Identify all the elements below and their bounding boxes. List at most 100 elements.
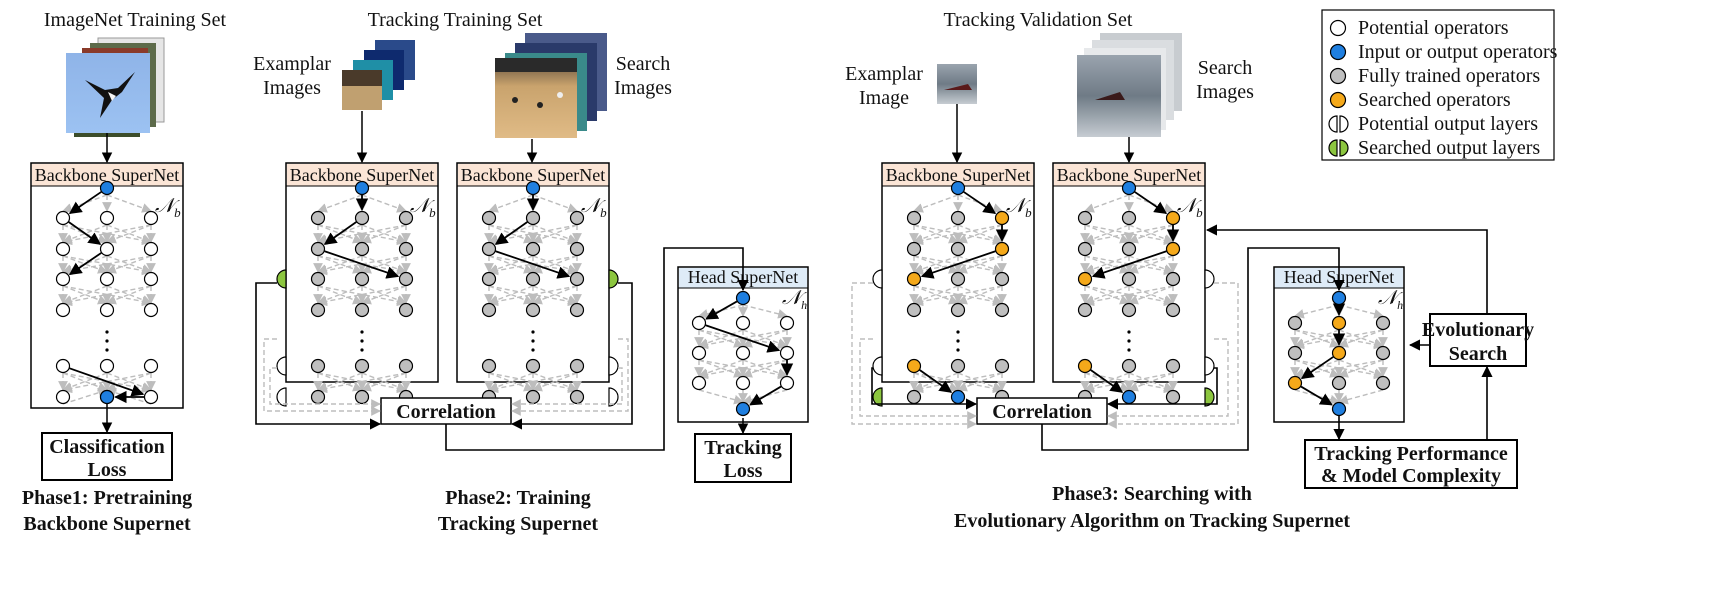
trained-operator-node bbox=[569, 302, 585, 318]
potential-operator-node bbox=[143, 241, 159, 257]
imagenet-image-stack bbox=[66, 37, 165, 137]
ellipsis-dot bbox=[1127, 348, 1131, 352]
io-operator-node bbox=[1121, 180, 1137, 196]
potential-edge bbox=[488, 285, 578, 307]
selected-edge bbox=[1300, 356, 1334, 380]
trained-operator-node bbox=[906, 302, 922, 318]
selected-connector bbox=[510, 282, 633, 430]
phase3-nh-symbol: 𝒩h bbox=[1378, 287, 1403, 312]
trained-operator-node bbox=[398, 241, 414, 257]
trained-operator-node bbox=[525, 210, 541, 226]
io-operator-node bbox=[950, 389, 966, 405]
phase3-caption-line2: Evolutionary Algorithm on Tracking Super… bbox=[954, 510, 1350, 532]
searched-output-layer bbox=[1204, 387, 1215, 407]
trained-operator-node bbox=[354, 241, 370, 257]
searched-operator-node bbox=[906, 358, 922, 374]
trained-operator-node bbox=[569, 271, 585, 287]
phase2-nb-symbol-1: 𝒩b bbox=[410, 195, 436, 220]
phase2-search-line2: Images bbox=[614, 77, 672, 99]
evolutionary-search-box bbox=[1429, 313, 1527, 367]
io-operator-node bbox=[1331, 290, 1347, 306]
potential-connector bbox=[511, 338, 629, 416]
trained-operator-node bbox=[950, 210, 966, 226]
trained-operator-node bbox=[354, 358, 370, 374]
phase3-search-line1: Search bbox=[1198, 57, 1252, 79]
io-operator-node bbox=[525, 180, 541, 196]
phase3-search-backbone-title: Backbone SuperNet bbox=[1057, 165, 1201, 185]
potential-operator-node bbox=[99, 302, 115, 318]
legend-label: Searched operators bbox=[1358, 89, 1511, 111]
trained-operator-node bbox=[994, 358, 1010, 374]
legend-label: Input or output operators bbox=[1358, 41, 1558, 63]
potential-operator-node bbox=[735, 345, 751, 361]
phase3-head-nodes bbox=[1287, 290, 1391, 417]
trained-operator-node bbox=[310, 271, 326, 287]
phase1-caption-line2: Backbone Supernet bbox=[23, 513, 191, 535]
trained-operator-node bbox=[354, 271, 370, 287]
trained-operator-node bbox=[354, 210, 370, 226]
phase1-caption-line1: Phase1: Pretraining bbox=[22, 487, 192, 509]
classification-loss-line2: Loss bbox=[88, 459, 127, 481]
selected-edge bbox=[495, 250, 571, 279]
trained-operator-node bbox=[481, 271, 497, 287]
trained-operator-node bbox=[1077, 241, 1093, 257]
potential-edge bbox=[1084, 372, 1174, 394]
potential-edge bbox=[913, 372, 1003, 394]
phase2-group: Tracking Training Set Examplar Images Se… bbox=[253, 9, 809, 535]
ellipsis-dot bbox=[956, 348, 960, 352]
potential-output-layer bbox=[608, 387, 619, 407]
phase1-nodes bbox=[55, 180, 159, 405]
trained-operator-node bbox=[1165, 358, 1181, 374]
selected-connector bbox=[445, 247, 749, 451]
imagenet-set-label: ImageNet Training Set bbox=[44, 9, 227, 31]
potential-connector bbox=[1107, 338, 1229, 421]
trained-operator-node bbox=[1121, 358, 1137, 374]
half-circles-white-left-icon bbox=[1328, 115, 1338, 133]
trained-operator-node bbox=[525, 389, 541, 405]
phase2-search-line1: Search bbox=[616, 53, 670, 75]
potential-operator-node bbox=[99, 210, 115, 226]
ellipsis-dot bbox=[360, 339, 364, 343]
potential-operator-node bbox=[779, 345, 795, 361]
trained-operator-node bbox=[525, 358, 541, 374]
tracking-performance-line2: & Model Complexity bbox=[1321, 465, 1501, 487]
trained-operator-node bbox=[1287, 315, 1303, 331]
phase3-examplar-image bbox=[937, 64, 977, 104]
phase2-examplar-stack bbox=[342, 40, 415, 110]
phase3-nb-symbol-1: 𝒩b bbox=[1006, 195, 1032, 220]
tracking-validation-set-label: Tracking Validation Set bbox=[944, 9, 1133, 31]
phase2-examplar-line1: Examplar bbox=[253, 53, 331, 75]
searched-output-layer bbox=[608, 269, 619, 289]
trained-operator-node bbox=[398, 302, 414, 318]
phase2-caption-line1: Phase2: Training bbox=[445, 487, 590, 509]
phase3-search-stack bbox=[1077, 33, 1182, 137]
circle-white-icon bbox=[1329, 19, 1347, 37]
evolutionary-search-line1: Evolutionary bbox=[1422, 319, 1534, 341]
trained-operator-node bbox=[481, 302, 497, 318]
trained-operator-node bbox=[398, 210, 414, 226]
classification-loss-box bbox=[41, 432, 173, 481]
searched-operator-node bbox=[1077, 358, 1093, 374]
io-operator-node bbox=[735, 290, 751, 306]
phase3-examplar-backbone-title: Backbone SuperNet bbox=[886, 165, 1030, 185]
io-operator-node bbox=[950, 180, 966, 196]
ellipsis-dot bbox=[531, 339, 535, 343]
potential-edge bbox=[913, 224, 1003, 246]
potential-operator-node bbox=[99, 358, 115, 374]
searched-output-layer bbox=[872, 387, 883, 407]
trained-operator-node bbox=[569, 358, 585, 374]
classification-loss-line1: Classification bbox=[49, 436, 165, 458]
potential-operator-node bbox=[143, 210, 159, 226]
trained-operator-node bbox=[906, 210, 922, 226]
phase2-head-nodes bbox=[691, 290, 795, 417]
circle-blue-icon bbox=[1329, 43, 1347, 61]
selected-edge bbox=[919, 369, 953, 393]
phase2-caption-line2: Tracking Supernet bbox=[438, 513, 599, 535]
trained-operator-node bbox=[1165, 389, 1181, 405]
selected-edge bbox=[1300, 385, 1333, 406]
phase3-correlation-box bbox=[976, 397, 1108, 425]
ellipsis-dot bbox=[1127, 339, 1131, 343]
trained-operator-node bbox=[569, 210, 585, 226]
trained-operator-node bbox=[1375, 315, 1391, 331]
trained-operator-node bbox=[310, 389, 326, 405]
